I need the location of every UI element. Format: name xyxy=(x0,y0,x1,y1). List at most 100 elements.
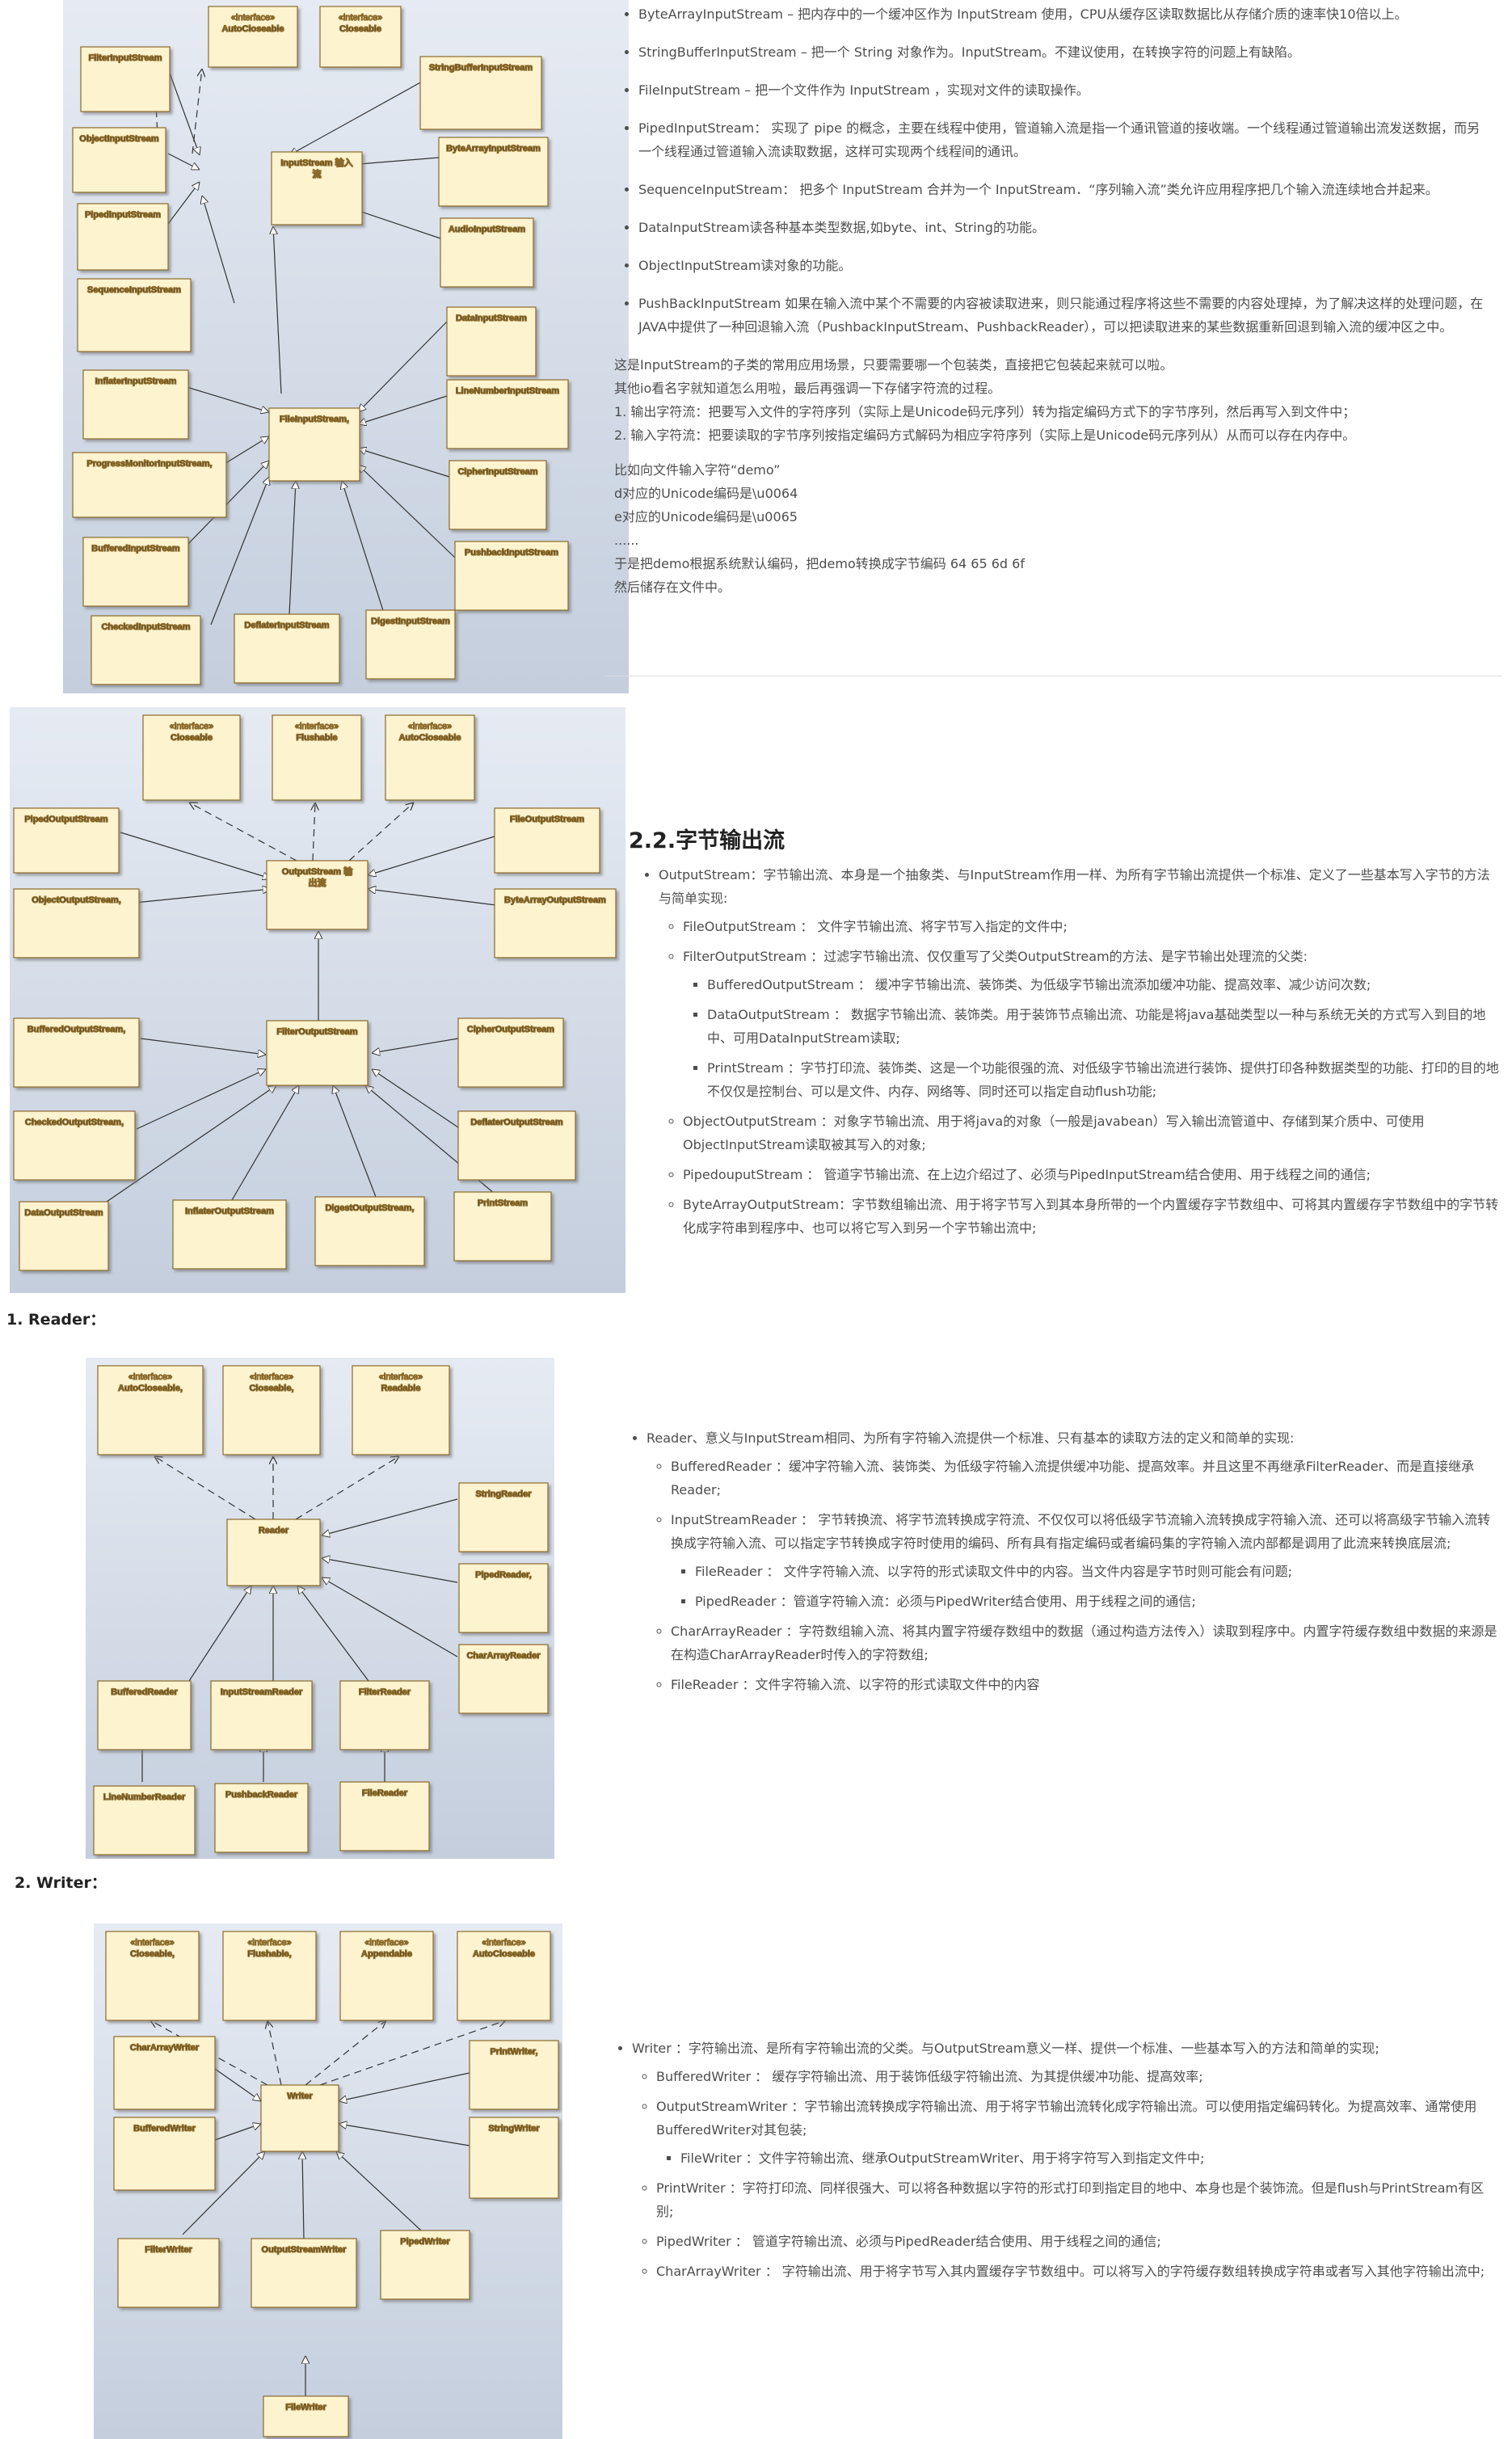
list-item: PipedWriter ： 管道字符输出流、必须与PipedReader结合使用… xyxy=(656,2230,1497,2253)
list-item: CharArrayWriter ： 字符输出流、用于将字节写入其内置缓存字节数组… xyxy=(656,2260,1497,2283)
summary-line: 1. 输出字符流：把要写入文件的字符序列（实际上是Unicode码元序列）转为指… xyxy=(614,404,1356,419)
stereotype-label: «interface» xyxy=(247,1938,291,1948)
uml-class-box: ByteArrayOutputStream xyxy=(494,888,617,958)
writer-section: 2. Writer： xyxy=(0,1871,1512,2439)
output-stream-writer-text: OutputStreamWriter ：字节输出流转换成字符输出流、用于将字节输… xyxy=(656,2099,1477,2138)
class-name-label: CheckedInputStream xyxy=(101,622,190,632)
class-name-label: OutputStream 输 xyxy=(282,866,353,877)
uml-class-box: «interface»Closeable, xyxy=(222,1365,321,1455)
uml-class-box: BufferedWriter xyxy=(113,2117,216,2191)
class-name-label: OutputStreamWriter xyxy=(262,2245,347,2255)
class-name-label: LineNumberInputStream xyxy=(456,386,560,396)
uml-class-box: CharArrayReader xyxy=(458,1644,549,1714)
list-item: CharArrayReader ：字符数组输入流、将其内置字符缓存数组中的数据（… xyxy=(671,1620,1499,1666)
list-item: PipedReader ：管道字符输入流：必须与PipedWriter结合使用、… xyxy=(695,1590,1499,1613)
uml-class-box: «interface»Flushable xyxy=(272,714,362,801)
stereotype-label: «interface» xyxy=(250,1372,293,1382)
uml-class-box: PipedOutputStream xyxy=(13,807,120,874)
summary-paragraph: 这是InputStream的子类的常用应用场景，只要需要哪一个包装类，直接把它包… xyxy=(614,353,1487,599)
uml-class-box: PipedWriter xyxy=(380,2230,470,2300)
example-line: 于是把demo根据系统默认编码，把demo转换成字节编码 64 65 6d 6f xyxy=(614,556,1025,571)
list-item: FileReader ： 文件字符输入流、以字符的形式读取文件中的内容。当文件内… xyxy=(695,1560,1499,1583)
class-name-label: InputStreamReader xyxy=(221,1687,303,1697)
example-line: d对应的Unicode编码是\u0064 xyxy=(614,486,798,501)
list-item: FileReader ：文件字符输入流、以字符的形式读取文件中的内容 xyxy=(671,1673,1499,1696)
class-name-label: 流 xyxy=(313,168,322,179)
stereotype-label: «interface» xyxy=(130,1938,174,1948)
class-name-label: PrintStream xyxy=(478,1198,529,1208)
uml-class-box: PrintStream xyxy=(453,1191,552,1262)
list-item: ByteArrayInputStream – 把内存中的一个缓冲区作为 Inpu… xyxy=(638,2,1487,26)
uml-class-box: CheckedInputStream xyxy=(91,615,201,685)
list-item: OutputStreamWriter ：字节输出流转换成字符输出流、用于将字节输… xyxy=(656,2095,1497,2170)
output-stream-root-text: OutputStream：字节输出流、本身是一个抽象类、与InputStream… xyxy=(659,867,1490,906)
stereotype-label: «interface» xyxy=(170,722,213,731)
uml-class-box: CipherOutputStream xyxy=(457,1017,564,1088)
class-name-label: Flushable, xyxy=(247,1949,291,1959)
list-item: PrintWriter ：字符打印流、同样很强大、可以将各种数据以字符的形式打印… xyxy=(656,2176,1497,2223)
uml-class-box: InflaterInputStream xyxy=(82,369,189,440)
uml-class-box: PushbackReader xyxy=(214,1783,309,1853)
class-name-label: Closeable, xyxy=(130,1949,175,1959)
class-name-label: AutoCloseable xyxy=(398,733,461,743)
output-stream-section: «interface»Closeable «interface»Flushable… xyxy=(0,703,1512,1301)
stereotype-label: «interface» xyxy=(339,13,382,23)
class-name-label: DeflaterInputStream xyxy=(244,621,329,630)
stereotype-label: «interface» xyxy=(482,1938,525,1948)
class-name-label: StringWriter xyxy=(488,2124,540,2134)
list-item: DataInputStream读各种基本类型数据,如byte、int、Strin… xyxy=(638,216,1487,239)
class-name-label: ByteArrayOutputStream xyxy=(504,895,606,905)
class-name-label: DataInputStream xyxy=(456,314,527,323)
uml-class-box: FilterOutputStream xyxy=(266,1020,369,1086)
stereotype-label: «interface» xyxy=(128,1372,172,1382)
writer-heading: 2. Writer： xyxy=(15,1874,107,1892)
stereotype-label: «interface» xyxy=(231,13,275,23)
uml-class-box: DataInputStream xyxy=(446,306,537,377)
reader-section: 1. Reader： xyxy=(0,1301,1512,1867)
list-item: FileWriter ：文件字符输出流、继承OutputStreamWriter… xyxy=(680,2146,1497,2170)
list-item: DataOutputStream ： 数据字节输出流、装饰类。用于装饰节点输出流… xyxy=(707,1003,1499,1050)
uml-class-box: FilterInputStream xyxy=(80,46,171,112)
class-name-label: InflaterInputStream xyxy=(95,377,177,386)
class-name-label: FileReader xyxy=(362,1788,408,1798)
uml-class-box: InflaterOutputStream xyxy=(172,1199,287,1270)
uml-class-box: LineNumberReader xyxy=(93,1785,196,1856)
class-name-label: Appendable xyxy=(361,1949,412,1959)
uml-class-box: DataOutputStream xyxy=(19,1201,109,1271)
class-name-label: DigestInputStream xyxy=(371,617,450,626)
uml-class-box: StringReader xyxy=(458,1482,549,1552)
list-item: ObjectOutputStream ：对象字节输出流、用于将java的对象（一… xyxy=(683,1110,1499,1156)
uml-class-box: DigestInputStream xyxy=(365,609,456,680)
uml-class-box: «interface»Closeable xyxy=(142,714,241,801)
list-item: FilterOutputStream ：过滤字节输出流、仅仅重写了父类Outpu… xyxy=(683,945,1499,1103)
class-name-label: FilterReader xyxy=(359,1687,411,1697)
class-name-label: Reader xyxy=(259,1526,289,1535)
class-name-label: PipedOutputStream xyxy=(24,815,108,824)
output-stream-description: OutputStream：字节输出流、本身是一个抽象类、与InputStream… xyxy=(634,863,1499,1254)
example-line: 比如向文件输入字符“demo” xyxy=(614,462,781,478)
class-name-label: LineNumberReader xyxy=(103,1792,186,1802)
uml-class-box: «interface»AutoCloseable xyxy=(457,1931,551,2021)
class-name-label: CharArrayWriter xyxy=(130,2043,200,2053)
uml-class-box: StringWriter xyxy=(469,2117,559,2199)
class-name-label: ByteArrayInputStream xyxy=(446,144,541,154)
list-item: Reader、意义与InputStream相同、为所有字符输入流提供一个标准、只… xyxy=(646,1426,1499,1696)
class-name-label: InflaterOutputStream xyxy=(185,1207,274,1216)
uml-class-box: FilterReader xyxy=(339,1680,430,1750)
uml-class-box: ObjectInputStream xyxy=(72,127,166,193)
summary-line: 这是InputStream的子类的常用应用场景，只要需要哪一个包装类，直接把它包… xyxy=(614,357,1173,373)
class-name-label: FilterOutputStream xyxy=(276,1027,357,1037)
stereotype-label: «interface» xyxy=(364,1938,408,1948)
class-name-label: ObjectOutputStream, xyxy=(32,895,121,905)
list-item: SequenceInputStream： 把多个 InputStream 合并为… xyxy=(638,178,1487,201)
class-name-label: CipherInputStream xyxy=(457,467,537,477)
class-name-label: AutoCloseable, xyxy=(118,1384,183,1393)
uml-class-box: «interface» AutoCloseable, xyxy=(97,1365,204,1455)
uml-class-box: SequenceInputStream xyxy=(77,278,192,352)
class-name-label: CharArrayReader xyxy=(466,1651,541,1661)
class-name-label: PipedInputStream xyxy=(85,210,161,220)
class-name-label: 出流 xyxy=(309,877,326,888)
example-line: e对应的Unicode编码是\u0065 xyxy=(614,509,798,524)
class-name-label: AutoCloseable xyxy=(221,24,284,34)
uml-class-box: FileReader xyxy=(339,1781,430,1851)
